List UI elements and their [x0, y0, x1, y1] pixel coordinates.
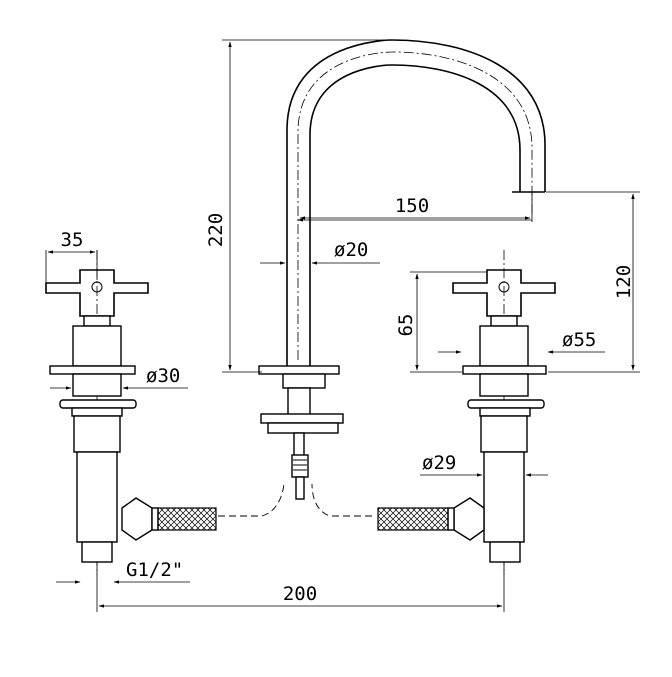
dim-body-diameter: ø29 [420, 452, 548, 477]
hose-path-left [218, 483, 285, 517]
spout [258, 39, 546, 500]
outlet-height-label: 120 [613, 265, 635, 299]
hose-path-right [311, 483, 372, 517]
right-valve [377, 250, 556, 575]
dim-handle-height: 65 [395, 271, 486, 373]
dim-center-distance: 200 [96, 562, 505, 612]
spout-height-label: 220 [205, 213, 227, 247]
dim-handle-width: 35 [45, 229, 98, 282]
spout-reach-label: 150 [395, 195, 429, 217]
dim-spout-diameter: ø20 [260, 239, 380, 265]
dim-outlet-height: 120 [546, 191, 640, 373]
body-diameter-label: ø29 [422, 452, 456, 474]
center-distance-label: 200 [283, 583, 317, 605]
dim-spout-height: 220 [205, 39, 392, 373]
dim-rosette-left: ø30 [50, 365, 188, 390]
dim-rosette-right: ø55 [438, 329, 605, 354]
handle-height-label: 65 [395, 314, 417, 337]
spout-diameter-label: ø20 [334, 239, 368, 261]
rosette-left-label: ø30 [146, 365, 180, 387]
dim-connection-thread: G1/2" [56, 559, 190, 584]
left-valve [45, 250, 217, 575]
connection-thread-label: G1/2" [126, 559, 183, 581]
dim-spout-reach: 150 [298, 192, 533, 222]
handle-width-label: 35 [61, 229, 84, 251]
rosette-right-label: ø55 [562, 329, 596, 351]
